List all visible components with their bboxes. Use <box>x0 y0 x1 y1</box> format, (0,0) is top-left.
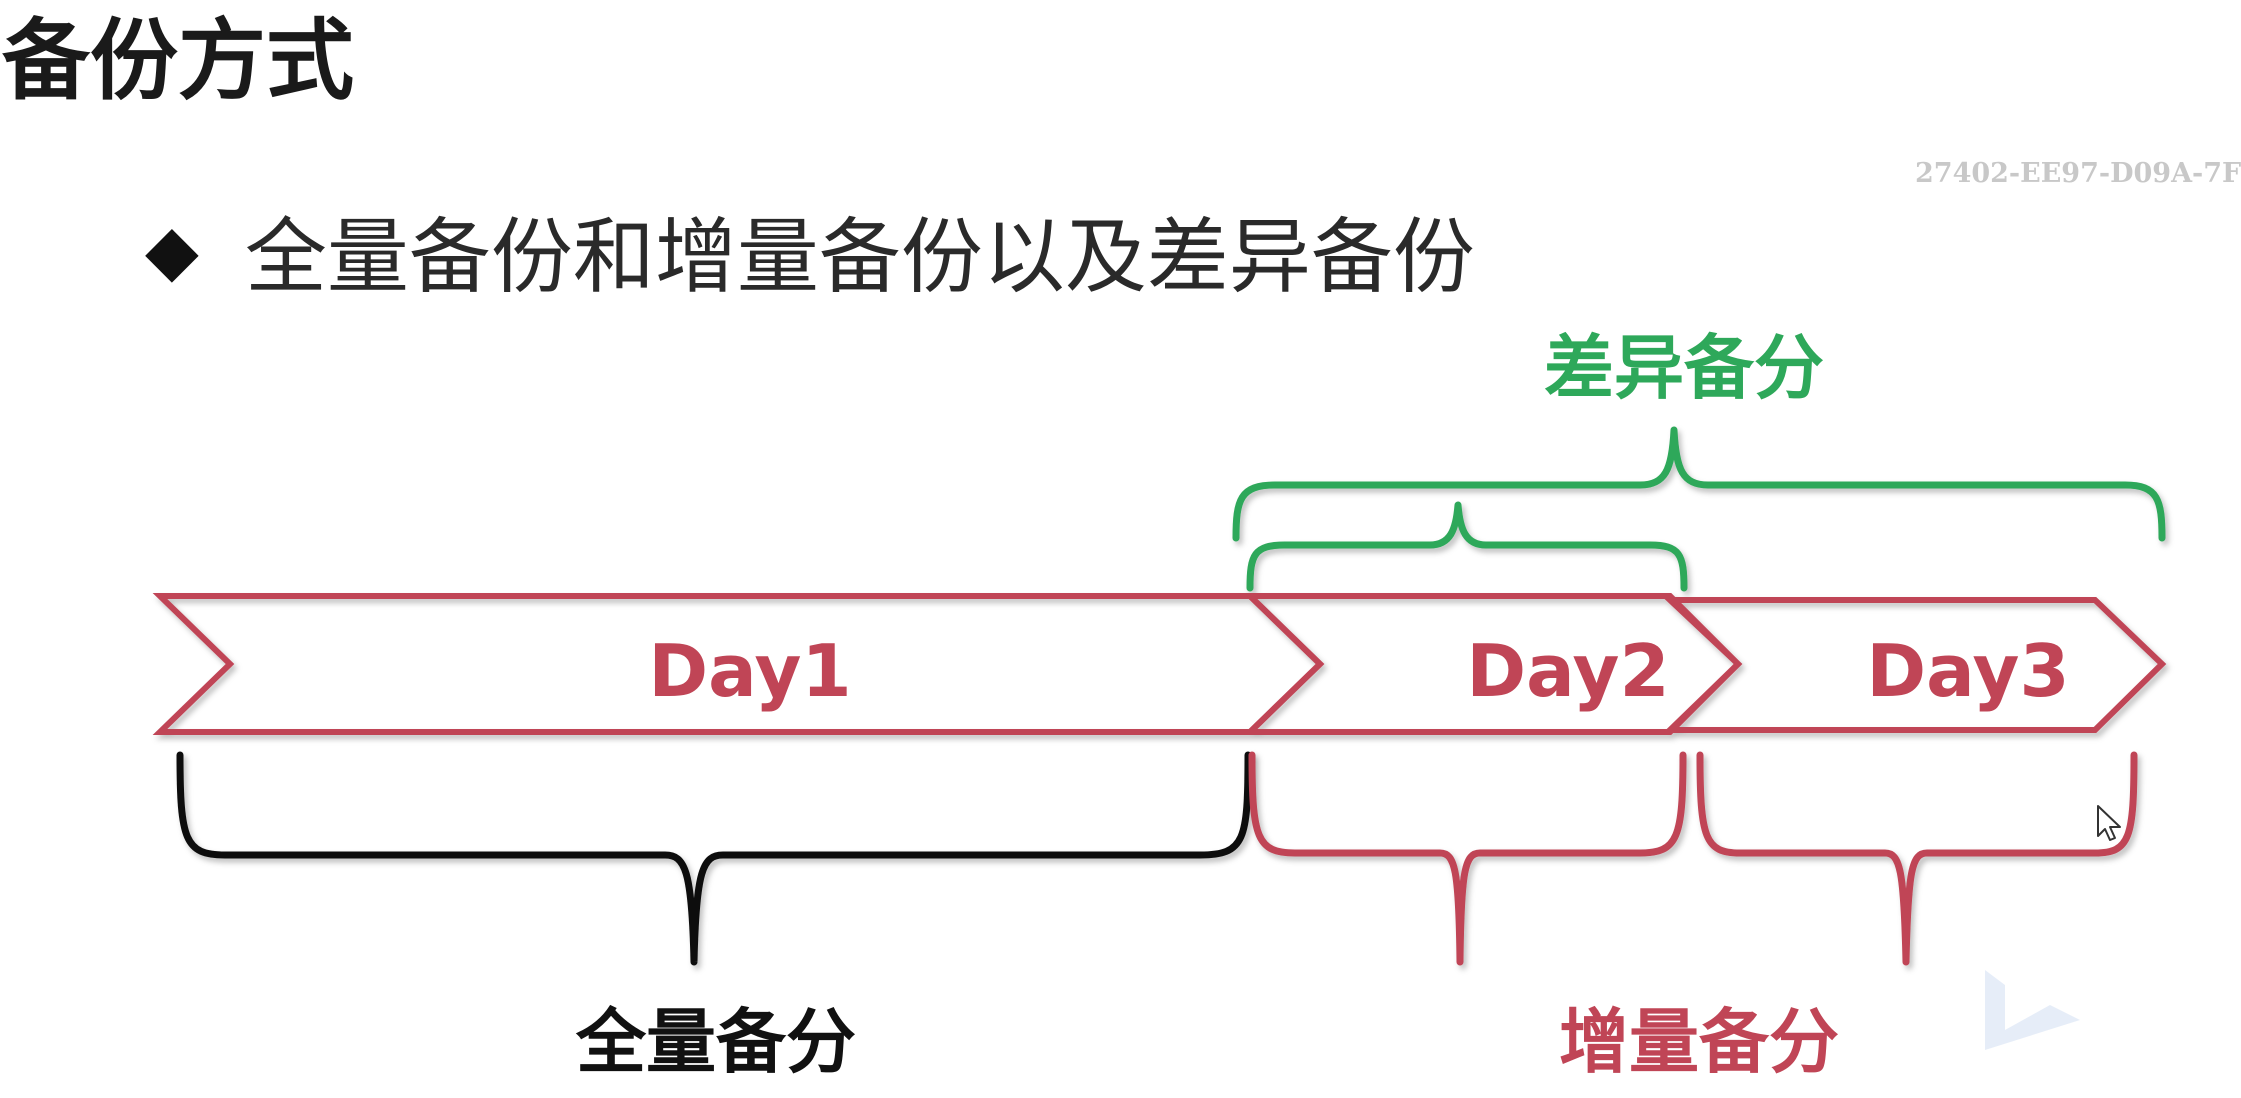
day3-label: Day3 <box>1866 629 2069 713</box>
incremental-brace-day3 <box>1696 751 2138 966</box>
slide-title: 备份方式 <box>2 9 355 112</box>
mouse-cursor-icon <box>2097 805 2121 841</box>
incremental-brace-day2 <box>1248 751 1687 966</box>
player-logo-icon <box>1985 970 2080 1050</box>
bullet-item: ◆ 全量备份和增量备份以及差异备份 <box>145 190 1475 309</box>
full-backup-brace <box>176 751 1252 966</box>
day1-label: Day1 <box>648 629 851 713</box>
bullet-text: 全量备份和增量备份以及差异备份 <box>244 210 1475 305</box>
day2-label: Day2 <box>1466 629 1669 713</box>
differential-backup-label: 差异备分 <box>1544 327 1824 409</box>
backup-timeline-diagram: Day1 Day2 Day3 差异备分 全量备分 增量备分 <box>152 327 2167 1083</box>
incremental-backup-label: 增量备分 <box>1559 1001 1839 1083</box>
diamond-bullet-icon: ◆ <box>145 208 199 291</box>
differential-brace-large <box>1232 426 2166 542</box>
differential-brace-small <box>1246 501 1688 592</box>
watermark-id: 27402-EE97-D09A-7F <box>1915 158 2241 189</box>
day3-arrow <box>1662 597 2167 733</box>
full-backup-label: 全量备分 <box>575 1001 856 1083</box>
